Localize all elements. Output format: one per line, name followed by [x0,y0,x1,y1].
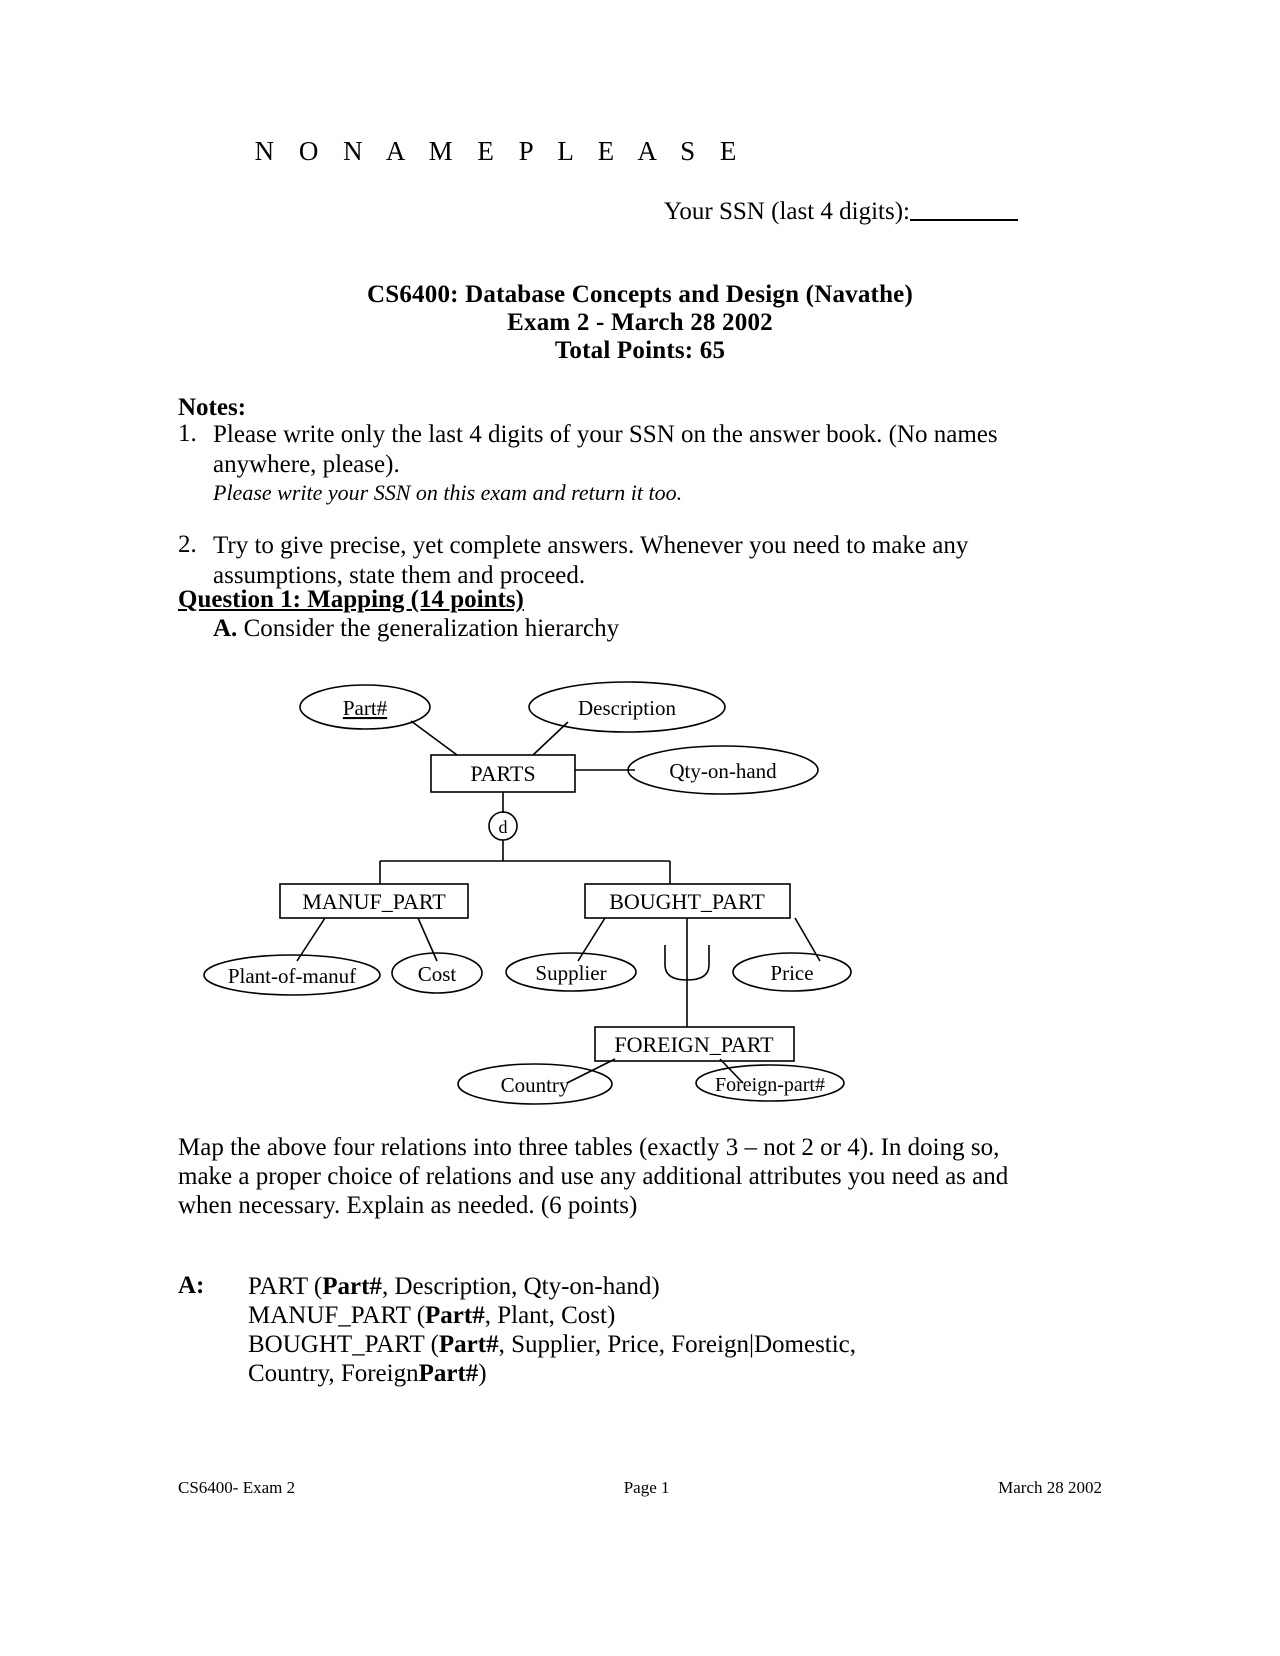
edge-plant-of-manuf [296,917,326,962]
course-title-block: CS6400: Database Concepts and Design (Na… [0,281,1280,365]
ssn-field-row: Your SSN (last 4 digits): [664,198,1018,226]
attribute-ellipse-plant-of-manuf [203,954,381,996]
subset-u-symbol [664,945,710,981]
attribute-ellipse-part-number [299,684,431,730]
answer-line: Country, ForeignPart#) [248,1360,487,1387]
entity-label-manuf-part: MANUF_PART [302,889,446,914]
attribute-label-cost: Cost [418,962,457,986]
question-1-heading: Question 1: Mapping (14 points) [178,586,524,613]
note-1-text: Please write only the last 4 digits of y… [213,421,998,478]
footer-right: March 28 2002 [998,1478,1102,1497]
entity-label-foreign-part: FOREIGN_PART [614,1032,774,1057]
edge-foreign-part-number [719,1058,744,1084]
footer-center: Page 1 [623,1478,670,1497]
attribute-ellipse-description [528,681,726,733]
entity-label-parts: PARTS [470,761,535,786]
map-instructions-paragraph: Map the above four relations into three … [178,1134,1009,1219]
answer-line: PART (Part#, Description, Qty-on-hand) [248,1273,660,1300]
entity-box-manuf-part [279,883,469,919]
answer-line: MANUF_PART (Part#, Plant, Cost) [248,1302,616,1329]
part-a-text: Consider the generalization hierarchy [243,615,620,642]
note-1-number: 1. [178,420,197,447]
specialization-label-d: d [499,817,508,837]
attribute-ellipse-qty-on-hand [627,745,819,795]
note-1-italic-text: Please write your SSN on this exam and r… [213,480,683,505]
footer-left: CS6400- Exam 2 [178,1478,296,1497]
attribute-ellipse-country [457,1063,613,1105]
attribute-label-qty-on-hand: Qty-on-hand [669,759,777,783]
page-footer: CS6400- Exam 2 Page 1 March 28 2002 [178,1478,1102,1498]
attribute-label-part-number: Part# [343,696,388,720]
note-2-text: Try to give precise, yet complete answer… [213,532,969,589]
entity-box-foreign-part [594,1026,795,1062]
attribute-ellipse-foreign-part-number [695,1064,845,1102]
ssn-blank-line[interactable] [910,219,1018,221]
entity-box-bought-part [584,883,791,919]
attribute-label-country: Country [501,1073,570,1097]
answer-line: BOUGHT_PART (Part#, Supplier, Price, For… [248,1331,857,1358]
no-name-please-heading: N O N A M E P L E A S E [254,136,746,166]
attribute-label-price: Price [770,961,813,985]
total-points-line: Total Points: 65 [554,337,726,364]
attribute-ellipse-cost [391,952,483,994]
answer-label: A: [178,1272,205,1299]
ssn-label: Your SSN (last 4 digits): [663,198,910,225]
answer-body: PART (Part#, Description, Qty-on-hand) M… [248,1272,1048,1388]
note-2-number: 2. [178,531,197,558]
attribute-label-foreign-part-number: Foreign-part# [715,1074,825,1096]
attribute-label-supplier: Supplier [535,961,606,985]
entity-box-parts [430,754,576,793]
notes-heading: Notes: [178,394,247,421]
attribute-ellipse-supplier [505,952,637,992]
exam-date-line: Exam 2 - March 28 2002 [507,309,773,336]
attribute-ellipse-price [732,952,852,992]
part-a-label: A. [213,615,238,642]
attribute-label-description: Description [578,696,676,720]
edge-part-number [410,720,458,756]
edge-description [532,721,569,756]
specialization-circle-d [488,811,518,841]
course-name-line: CS6400: Database Concepts and Design (Na… [366,281,914,308]
attribute-label-plant-of-manuf: Plant-of-manuf [228,964,356,988]
er-diagram: Part# Description Qty-on-hand PARTS d MA… [175,665,1075,1115]
entity-label-bought-part: BOUGHT_PART [609,889,765,914]
question-1-part-a: A. Consider the generalization hierarchy [213,615,619,643]
